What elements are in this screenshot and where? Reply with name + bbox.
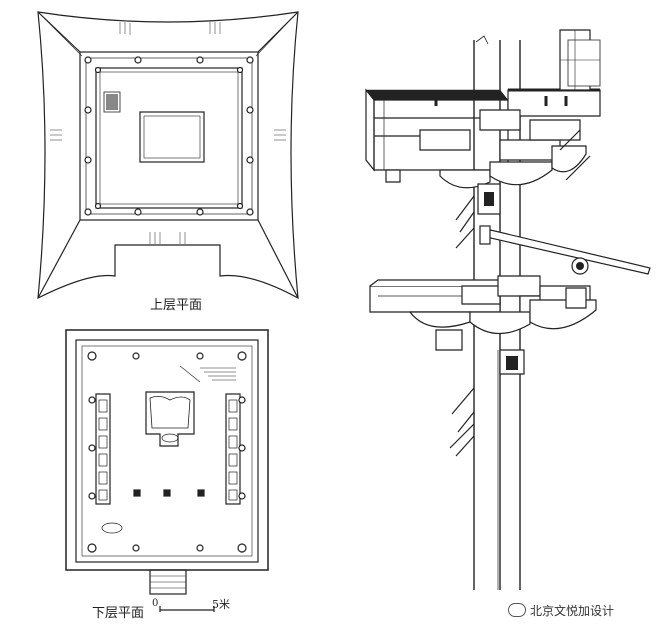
upper-plan-caption: 上层平面 — [150, 298, 203, 313]
scale-bar-five-meters: 5米 — [212, 598, 230, 611]
upper-floor-plan — [37, 11, 299, 300]
bracket-set-detail — [365, 29, 651, 590]
lower-floor-plan — [65, 329, 269, 612]
lower-plan-caption: 下层平面 — [92, 606, 145, 621]
wechat-icon — [508, 603, 526, 617]
watermark: 北京文悦加设计 — [508, 602, 614, 619]
upper-roof-outline — [37, 11, 299, 300]
watermark-text: 北京文悦加设计 — [530, 604, 615, 618]
scale-bar-zero: 0 — [152, 598, 159, 609]
